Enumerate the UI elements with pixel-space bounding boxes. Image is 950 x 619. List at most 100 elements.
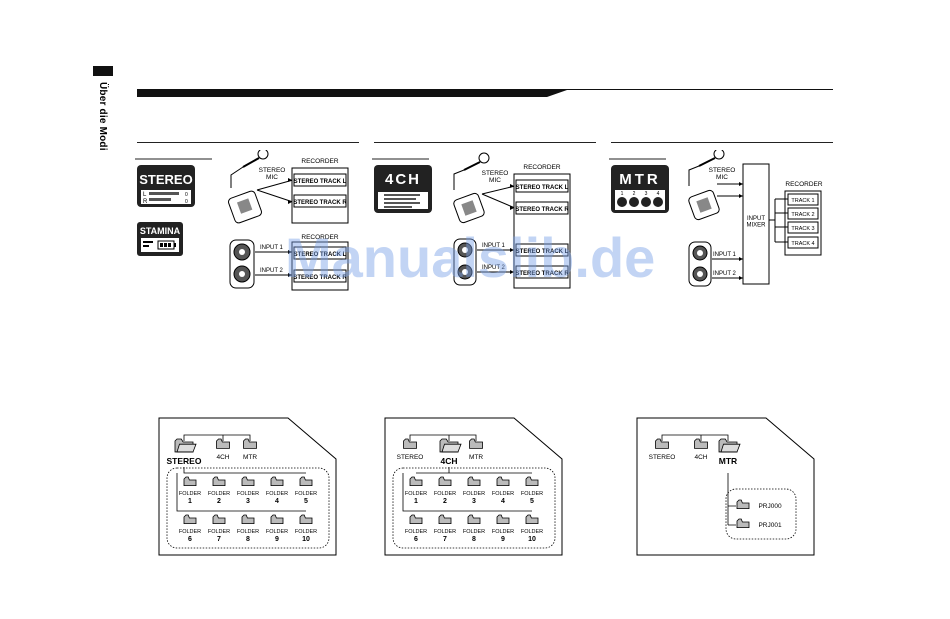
subfolder-label: FOLDER <box>492 491 514 497</box>
mtr-channel-number: 3 <box>645 191 648 197</box>
top-folder-label: MTR <box>719 456 737 466</box>
track-label: STEREO TRACK R <box>293 200 347 206</box>
top-folder-label: STEREO <box>397 454 424 461</box>
subfolder-number: 1 <box>188 498 192 505</box>
input-1-label: INPUT 1 <box>482 243 506 249</box>
svg-text:R: R <box>143 199 148 205</box>
subfolder-number: 6 <box>188 536 192 543</box>
panel-frame <box>158 417 337 556</box>
tree-connector <box>402 473 532 512</box>
subfolder-label: FOLDER <box>266 491 288 497</box>
subfolder-label: FOLDER <box>434 491 456 497</box>
top-folder-label: 4CH <box>216 454 229 461</box>
svg-text:0: 0 <box>185 192 188 198</box>
folder-icon <box>409 514 423 525</box>
top-folder-label: STEREO <box>649 454 676 461</box>
tree-connector <box>176 473 306 512</box>
tree-connector <box>409 434 477 441</box>
folder-icon <box>183 476 197 487</box>
track-label: STEREO TRACK L <box>516 249 569 255</box>
project-folder-label: PRJ000 <box>758 503 782 510</box>
microphone-icon <box>463 152 490 171</box>
subfolder-label: FOLDER <box>405 529 427 535</box>
folder-icon <box>241 476 255 487</box>
folder-icon <box>467 476 481 487</box>
track-label: TRACK 1 <box>791 198 814 204</box>
subfolder-number: 7 <box>443 536 447 543</box>
side-tab-marker <box>93 66 113 76</box>
tree-connector <box>183 434 251 441</box>
track-label: TRACK 2 <box>791 212 814 218</box>
subfolder-label: FOLDER <box>237 491 259 497</box>
microphone-icon <box>698 150 725 167</box>
folder-icon <box>496 514 510 525</box>
project-group-outline <box>725 488 797 540</box>
folder-icon <box>438 514 452 525</box>
folder-icon <box>525 476 539 487</box>
folder-icon <box>525 514 539 525</box>
folder-icon <box>438 476 452 487</box>
subfolder-number: 8 <box>472 536 476 543</box>
folder-icon <box>736 518 750 529</box>
subfolder-number: 9 <box>275 536 279 543</box>
tree-connector <box>727 473 736 526</box>
top-folder-label: MTR <box>469 454 483 461</box>
tree-connector <box>416 467 532 474</box>
folder-icon <box>216 438 230 449</box>
mtr-channel-number: 4 <box>657 191 660 197</box>
recorder-device-icon <box>688 189 720 221</box>
input-2-label: INPUT 2 <box>713 271 737 277</box>
subfolder-number: 2 <box>443 498 447 505</box>
subfolder-number: 4 <box>275 498 279 505</box>
folder-icon <box>212 476 226 487</box>
xlr-input-icon <box>453 238 477 286</box>
subfolder-label: FOLDER <box>179 491 201 497</box>
subfolder-number: 9 <box>501 536 505 543</box>
folder-icon <box>469 438 483 449</box>
tree-connector <box>661 434 729 441</box>
folder-icon <box>270 476 284 487</box>
track-label: STEREO TRACK R <box>515 271 569 277</box>
svg-text:L: L <box>143 192 147 198</box>
subfolder-label: FOLDER <box>463 529 485 535</box>
stereo-badge-label: STEREO <box>139 172 192 187</box>
subfolder-label: FOLDER <box>295 491 317 497</box>
recorder-label: RECORDER <box>301 234 339 241</box>
subfolder-label: FOLDER <box>179 529 201 535</box>
folder-icon <box>496 476 510 487</box>
tree-connector <box>183 467 306 474</box>
folder-icon <box>243 438 257 449</box>
subfolder-label: FOLDER <box>295 529 317 535</box>
subfolder-label: FOLDER <box>521 491 543 497</box>
subfolder-number: 8 <box>246 536 250 543</box>
mtr-channel-number: 2 <box>633 191 636 197</box>
section-rule-2 <box>374 142 596 143</box>
recorder-device-icon <box>453 192 485 224</box>
track-label: STEREO TRACK L <box>294 179 347 185</box>
track-label: STEREO TRACK L <box>294 252 347 258</box>
subfolder-number: 5 <box>304 498 308 505</box>
folder-icon <box>694 438 708 449</box>
subfolder-group-outline <box>166 467 330 549</box>
subfolder-label: FOLDER <box>208 529 230 535</box>
folder-icon <box>270 514 284 525</box>
subfolder-label: FOLDER <box>434 529 456 535</box>
section-rule-3 <box>611 142 833 143</box>
input-mixer-box <box>742 163 770 285</box>
side-tab-label: Über die Modi <box>97 82 108 151</box>
subfolder-number: 7 <box>217 536 221 543</box>
subfolder-label: FOLDER <box>237 529 259 535</box>
folder-icon <box>736 499 750 510</box>
subfolder-number: 4 <box>501 498 505 505</box>
folder-icon <box>655 438 669 449</box>
microphone-icon <box>242 150 269 168</box>
subfolder-number: 5 <box>530 498 534 505</box>
mtr-badge-label: MTR <box>619 171 661 188</box>
